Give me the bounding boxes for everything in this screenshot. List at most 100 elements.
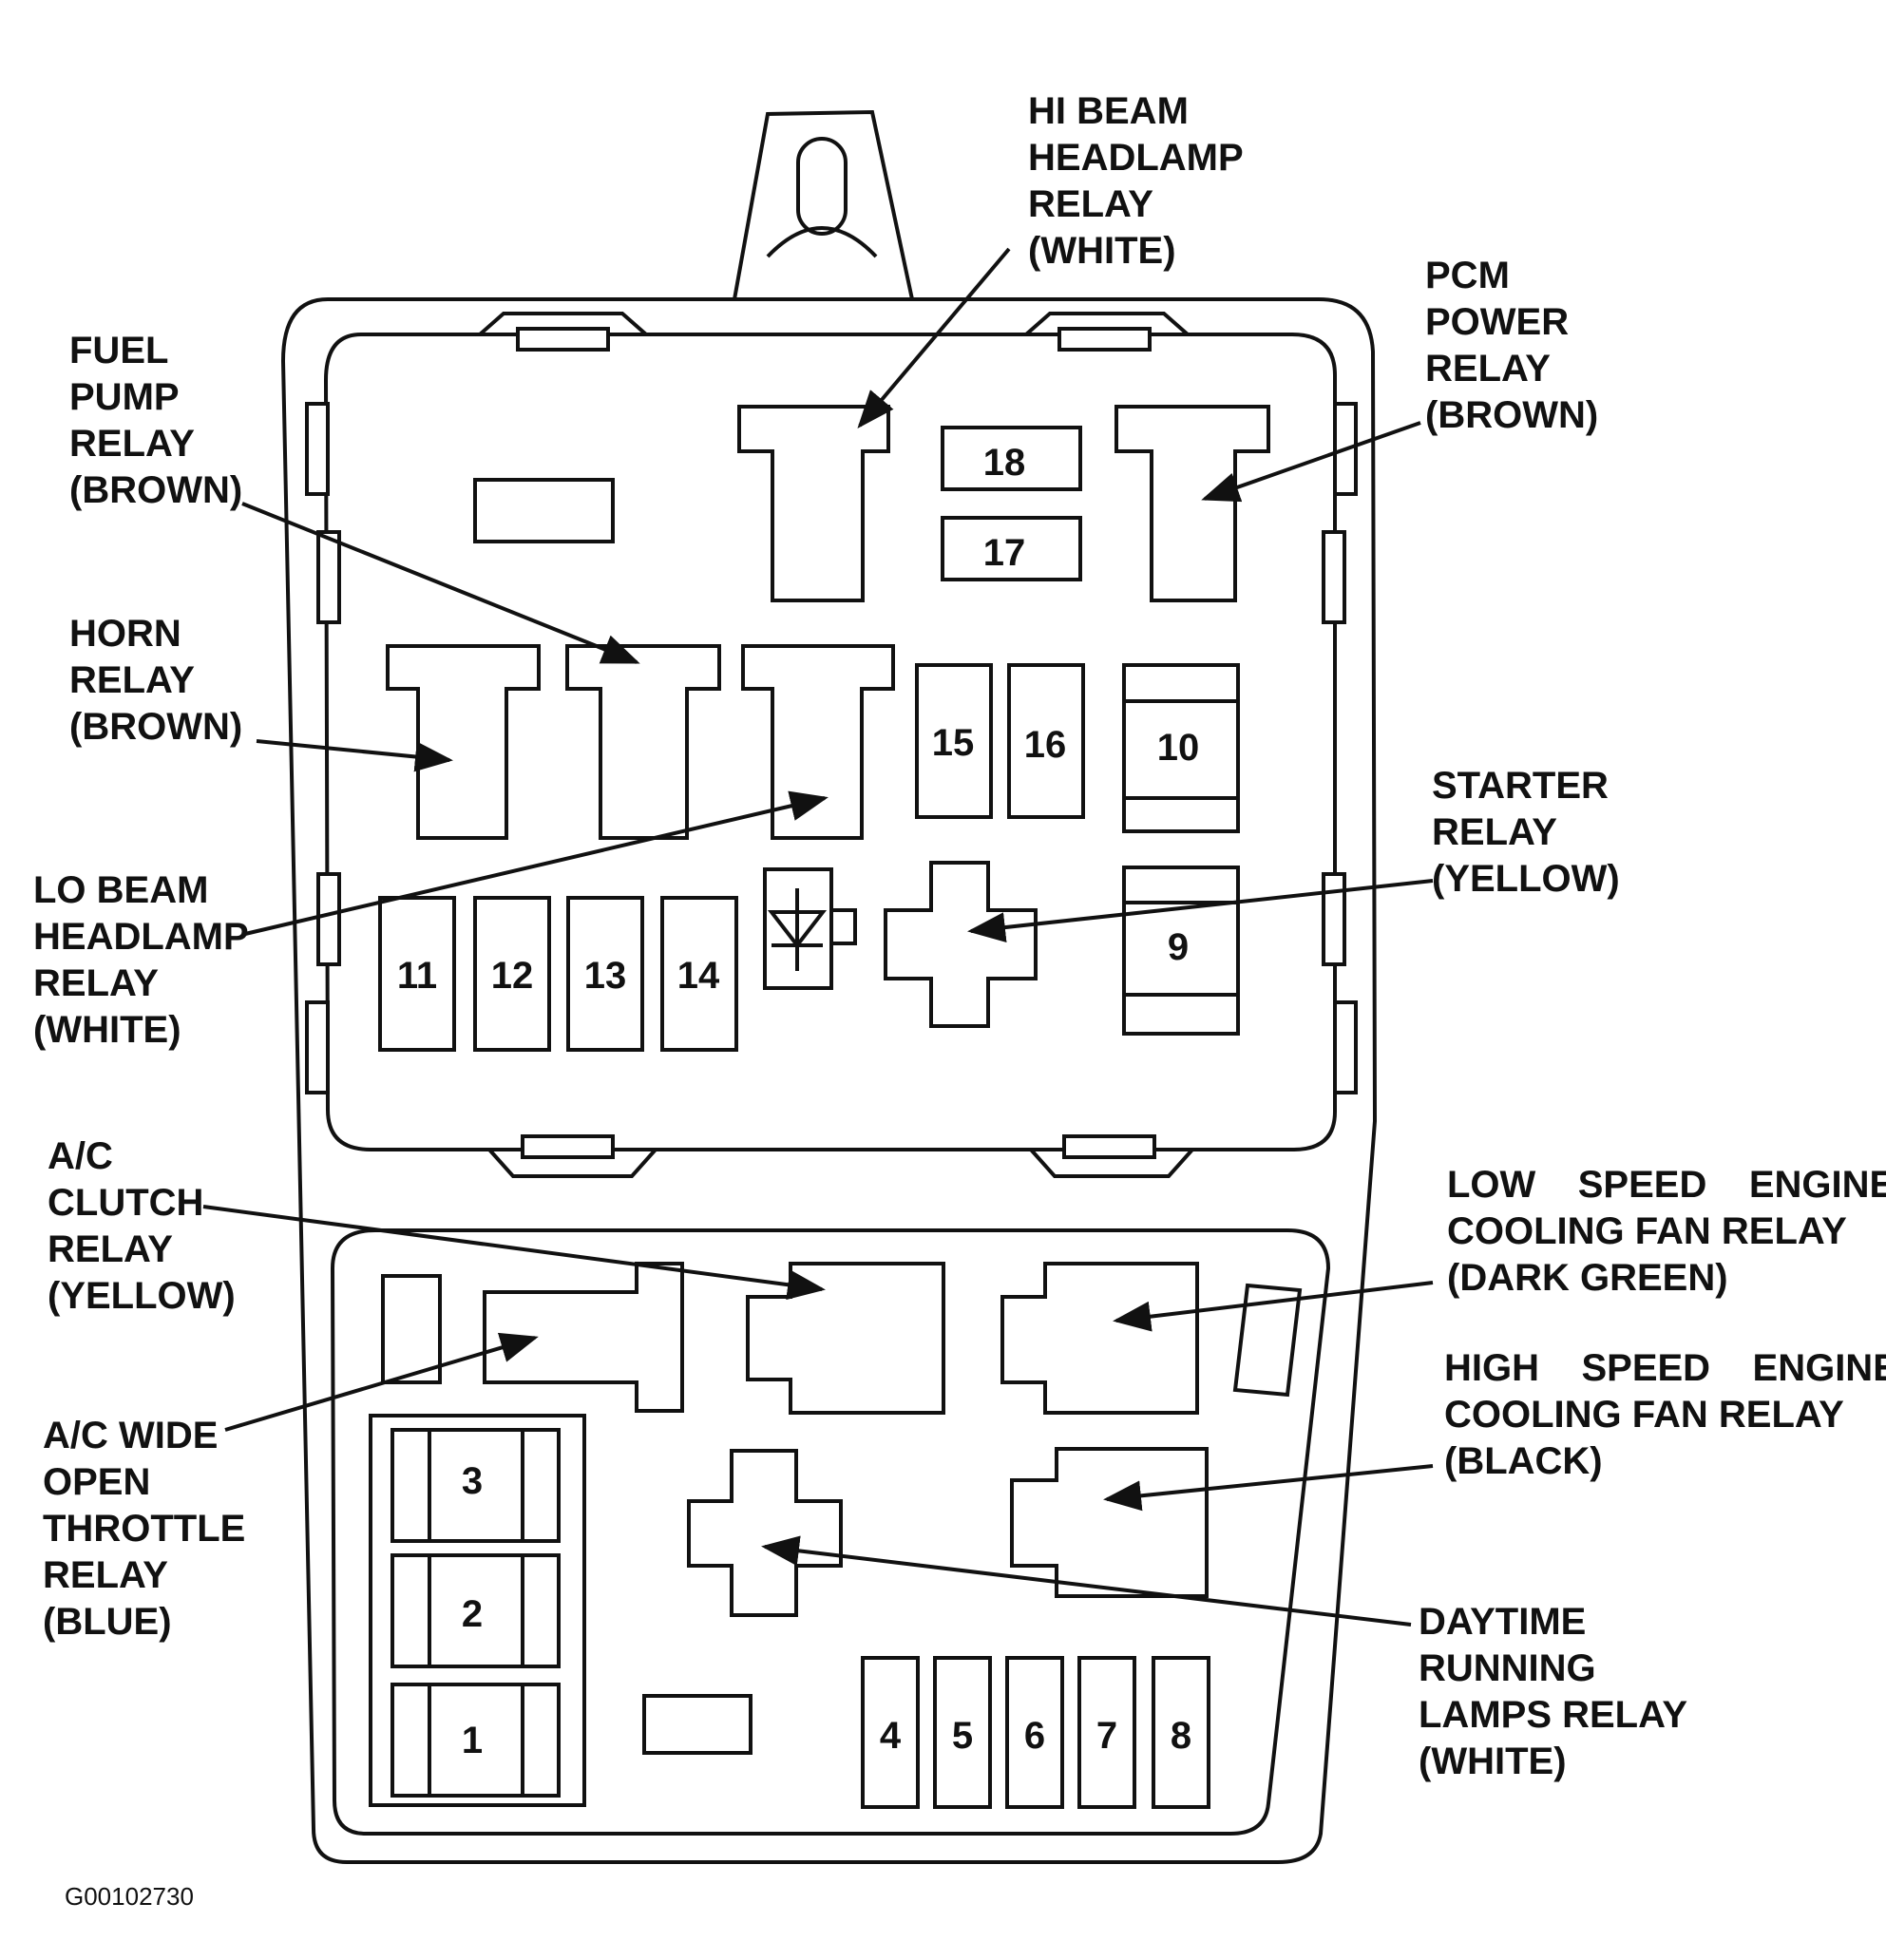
svg-text:6: 6	[1024, 1715, 1045, 1757]
blank-slot-right	[1232, 1283, 1303, 1398]
fuse-17: 17	[941, 516, 1082, 581]
svg-text:COOLING FAN RELAY: COOLING FAN RELAY	[1447, 1210, 1847, 1252]
svg-text:9: 9	[1168, 926, 1189, 968]
svg-text:16: 16	[1024, 724, 1067, 766]
label-high-speed-engine-cooling-fan-relay: HIGH SPEED ENGINE COOLING FAN RELAY (BLA…	[1444, 1347, 1886, 1482]
fuse-3: 3	[391, 1428, 561, 1543]
svg-text:13: 13	[584, 955, 627, 997]
svg-text:LOW SPEED ENGINE: LOW SPEED ENGINE	[1447, 1164, 1886, 1206]
svg-text:OPEN: OPEN	[43, 1461, 150, 1503]
figure-code: G00102730	[65, 1882, 194, 1911]
fuse-16: 16	[1007, 663, 1085, 819]
svg-text:A/C: A/C	[48, 1135, 113, 1177]
fuse-15: 15	[915, 663, 993, 819]
svg-text:15: 15	[932, 722, 975, 764]
fuse-10: 10	[1122, 663, 1240, 833]
svg-text:POWER: POWER	[1425, 301, 1569, 343]
svg-text:COOLING FAN RELAY: COOLING FAN RELAY	[1444, 1394, 1844, 1436]
svg-text:RELAY: RELAY	[69, 659, 195, 701]
svg-text:11: 11	[397, 955, 437, 997]
svg-text:RELAY: RELAY	[1432, 811, 1557, 853]
label-low-speed-engine-cooling-fan-relay: LOW SPEED ENGINE COOLING FAN RELAY (DARK…	[1447, 1164, 1886, 1299]
ac-wide-open-throttle-relay	[483, 1262, 684, 1413]
svg-text:1: 1	[462, 1720, 483, 1761]
svg-text:(WHITE): (WHITE)	[33, 1009, 181, 1051]
svg-text:LAMPS RELAY: LAMPS RELAY	[1419, 1694, 1687, 1736]
svg-text:(BROWN): (BROWN)	[69, 706, 242, 748]
fuse-9: 9	[1122, 866, 1240, 1036]
svg-text:14: 14	[677, 955, 720, 997]
svg-text:RELAY: RELAY	[43, 1554, 168, 1596]
svg-text:FUEL: FUEL	[69, 330, 168, 371]
svg-text:(DARK GREEN): (DARK GREEN)	[1447, 1257, 1728, 1299]
label-hi-beam-headlamp-relay: HI BEAM HEADLAMP RELAY (WHITE)	[1028, 90, 1244, 272]
blank-slot-left	[381, 1274, 442, 1384]
fuse-4: 4	[861, 1656, 920, 1809]
fuse-7: 7	[1077, 1656, 1136, 1809]
svg-text:(WHITE): (WHITE)	[1419, 1741, 1567, 1782]
fuse-11: 11	[378, 896, 456, 1052]
label-starter-relay: STARTER RELAY (YELLOW)	[1432, 765, 1620, 900]
leader-lines	[202, 247, 1434, 1627]
svg-text:12: 12	[491, 955, 534, 997]
svg-text:8: 8	[1171, 1715, 1191, 1757]
daytime-running-lamps-relay	[687, 1449, 843, 1617]
svg-text:10: 10	[1157, 727, 1200, 769]
label-ac-wide-open-throttle-relay: A/C WIDE OPEN THROTTLE RELAY (BLUE)	[43, 1415, 245, 1643]
svg-text:RELAY: RELAY	[1425, 348, 1551, 390]
label-horn-relay: HORN RELAY (BROWN)	[69, 613, 242, 748]
svg-text:RELAY: RELAY	[1028, 183, 1153, 225]
svg-text:HEADLAMP: HEADLAMP	[1028, 137, 1244, 179]
svg-text:(BROWN): (BROWN)	[1425, 394, 1598, 436]
svg-text:(BLACK): (BLACK)	[1444, 1440, 1603, 1482]
svg-text:17: 17	[983, 532, 1026, 574]
svg-text:(BLUE): (BLUE)	[43, 1601, 172, 1643]
svg-text:DAYTIME: DAYTIME	[1419, 1601, 1586, 1643]
svg-text:RELAY: RELAY	[48, 1228, 173, 1270]
svg-text:4: 4	[880, 1715, 902, 1757]
svg-text:3: 3	[462, 1460, 483, 1502]
fuse-8: 8	[1152, 1656, 1210, 1809]
svg-text:(YELLOW): (YELLOW)	[48, 1275, 236, 1317]
svg-text:7: 7	[1096, 1715, 1117, 1757]
svg-text:RELAY: RELAY	[69, 423, 195, 465]
svg-text:HI BEAM: HI BEAM	[1028, 90, 1189, 132]
svg-text:5: 5	[952, 1715, 973, 1757]
svg-text:RUNNING: RUNNING	[1419, 1647, 1596, 1689]
high-speed-engine-cooling-fan-relay	[1010, 1447, 1209, 1598]
fuse-1: 1	[391, 1683, 561, 1798]
svg-text:(BROWN): (BROWN)	[69, 469, 242, 511]
svg-text:PUMP: PUMP	[69, 376, 180, 418]
svg-text:THROTTLE: THROTTLE	[43, 1508, 245, 1550]
svg-text:LO BEAM: LO BEAM	[33, 869, 208, 911]
fuel-pump-relay	[565, 644, 721, 840]
svg-text:HORN: HORN	[69, 613, 181, 655]
label-daytime-running-lamps-relay: DAYTIME RUNNING LAMPS RELAY (WHITE)	[1419, 1601, 1687, 1782]
lo-beam-headlamp-relay	[741, 644, 895, 840]
pcm-power-relay	[1114, 405, 1270, 602]
svg-text:18: 18	[983, 442, 1026, 484]
fuse-13: 13	[566, 896, 644, 1052]
fuse-18: 18	[941, 426, 1082, 491]
starter-relay	[884, 861, 1038, 1028]
svg-text:A/C WIDE: A/C WIDE	[43, 1415, 218, 1456]
fuse-2: 2	[391, 1553, 561, 1668]
svg-text:2: 2	[462, 1593, 483, 1635]
svg-text:HEADLAMP: HEADLAMP	[33, 916, 249, 958]
blank-slot-bottom	[642, 1694, 752, 1755]
mounting-tab	[732, 109, 915, 301]
ac-clutch-relay	[746, 1262, 945, 1415]
label-lo-beam-headlamp-relay: LO BEAM HEADLAMP RELAY (WHITE)	[33, 869, 249, 1051]
fuse-6: 6	[1005, 1656, 1064, 1809]
svg-text:HIGH SPEED ENGINE: HIGH SPEED ENGINE	[1444, 1347, 1886, 1389]
svg-text:(WHITE): (WHITE)	[1028, 230, 1176, 272]
fuse-5: 5	[933, 1656, 992, 1809]
blank-slot	[473, 478, 615, 543]
label-ac-clutch-relay: A/C CLUTCH RELAY (YELLOW)	[48, 1135, 236, 1317]
svg-text:(YELLOW): (YELLOW)	[1432, 858, 1620, 900]
diode-icon	[763, 867, 857, 990]
fuse-12: 12	[473, 896, 551, 1052]
low-speed-engine-cooling-fan-relay	[1000, 1262, 1199, 1415]
horn-relay	[386, 644, 541, 840]
